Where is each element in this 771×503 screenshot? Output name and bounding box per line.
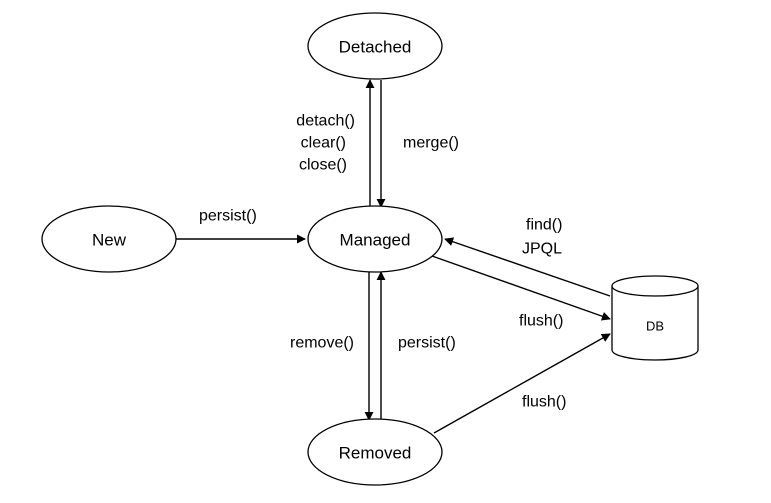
node-new-label: New [92,231,127,250]
edge-label-find: find() [526,217,562,234]
edge-label-flush-managed: flush() [519,313,563,330]
edge-label-flush-removed: flush() [522,394,566,411]
node-removed-label: Removed [339,444,412,463]
edge-label-clear: clear() [301,135,346,152]
node-managed-label: Managed [340,231,411,250]
node-db-label: DB [646,319,664,334]
edge-managed-to-db [431,255,611,321]
edge-db-to-managed [444,237,611,297]
edge-label-jpql: JPQL [522,241,562,258]
edge-label-remove: remove() [290,335,354,352]
node-managed: Managed [307,205,443,273]
edge-removed-to-db [433,333,611,434]
edge-label-detach: detach() [296,113,355,130]
edge-label-close: close() [299,157,347,174]
node-new: New [41,205,177,273]
node-removed: Removed [307,418,443,486]
node-detached-label: Detached [339,38,412,57]
node-db: DB [611,275,699,361]
edge-label-persist-new: persist() [199,208,257,225]
node-detached: Detached [307,12,443,80]
edge-label-merge: merge() [403,135,459,152]
edge-label-persist-removed: persist() [398,335,456,352]
